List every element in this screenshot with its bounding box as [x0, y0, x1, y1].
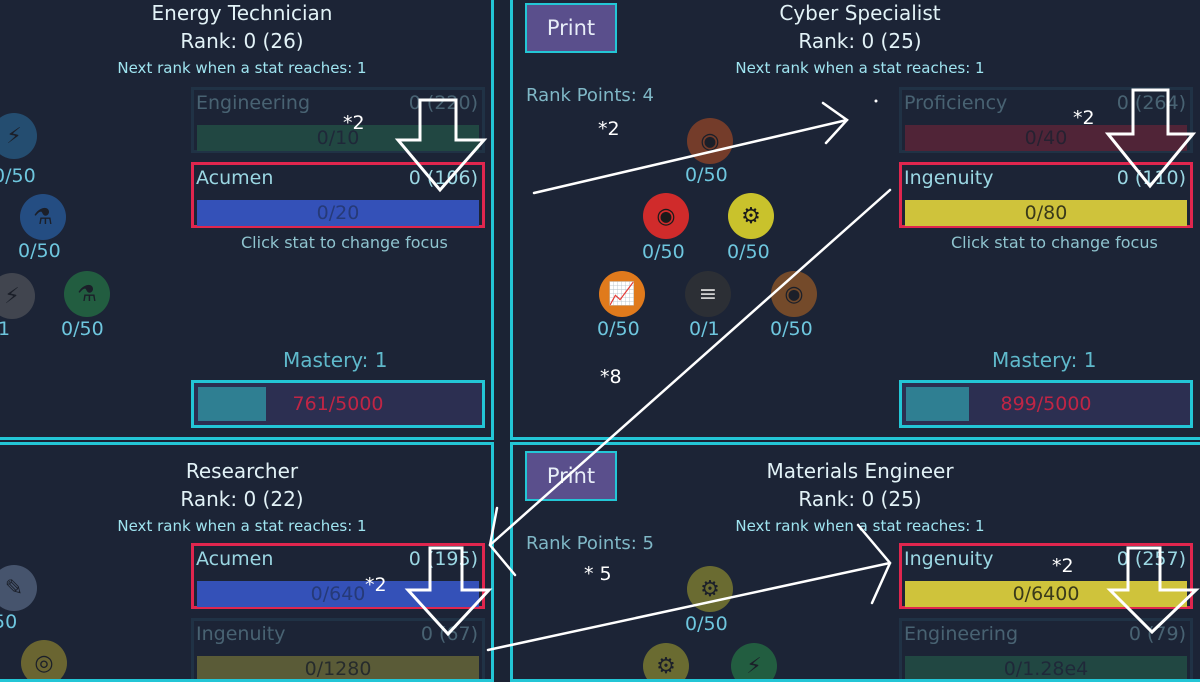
- multiplier-note: *2: [1052, 555, 1074, 577]
- skill-count: 0/50: [0, 165, 36, 187]
- lightning-skill-icon[interactable]: ⚡: [0, 113, 37, 159]
- mastery-fill: [906, 387, 969, 421]
- stat-bar: 0/6400: [905, 581, 1187, 607]
- skill-count: 1: [0, 318, 10, 340]
- annotation-overlay: [394, 88, 1200, 652]
- flask-skill-icon[interactable]: ⚗: [20, 194, 66, 240]
- arrowhead-icon: [856, 523, 892, 605]
- next-rank-text: Next rank when a stat reaches: 1: [735, 59, 985, 77]
- stat-value: 0 (257): [1116, 548, 1186, 570]
- stat-value: 0 (220): [408, 92, 478, 114]
- stat-ingenuity[interactable]: Ingenuity 0 (110) 0/80: [899, 162, 1193, 228]
- stat-acumen[interactable]: Acumen 0 (106) 0/20: [191, 162, 485, 228]
- skill-count: 50: [0, 611, 18, 633]
- down-arrow-icon: [1106, 546, 1200, 635]
- skill-count: 0/1: [689, 318, 720, 340]
- mastery-label: Mastery: 1: [283, 348, 388, 372]
- skill-count: 0/50: [642, 241, 685, 263]
- job-title: Researcher: [185, 459, 299, 483]
- stat-ingenuity[interactable]: Ingenuity 0 (257) 0/6400: [899, 543, 1193, 609]
- arrowhead-icon: [821, 101, 849, 145]
- stat-value: 0 (79): [1128, 623, 1186, 645]
- mastery-value: 899/5000: [1000, 393, 1092, 415]
- skill-count: 0/50: [770, 318, 813, 340]
- job-rank: Rank: 0 (22): [180, 487, 304, 511]
- chart-skill-icon[interactable]: 📈: [599, 271, 645, 317]
- transfer-arrow-line: [486, 561, 892, 652]
- gear-skill-icon[interactable]: ⚙: [728, 193, 774, 239]
- multiplier-note: *2: [365, 574, 387, 596]
- stat-name: Engineering: [196, 92, 310, 114]
- skill-count: 0/50: [61, 318, 104, 340]
- multiplier-note: *2: [1073, 107, 1095, 129]
- job-title: Energy Technician: [151, 1, 333, 25]
- job-rank: Rank: 0 (26): [180, 29, 304, 53]
- print-button[interactable]: Print: [525, 451, 617, 501]
- job-title: Cyber Specialist: [779, 1, 941, 25]
- stat-acumen[interactable]: Acumen 0 (195) 0/640: [191, 543, 485, 609]
- rank-points: Rank Points: 4: [526, 85, 655, 106]
- skill-count: 0/50: [18, 240, 61, 262]
- arrowhead-icon: [488, 506, 517, 577]
- stat-value: 0 (110): [1116, 167, 1186, 189]
- stat-name: Engineering: [904, 623, 1018, 645]
- stat-name: Ingenuity: [904, 167, 994, 189]
- stat-bar: 0/80: [905, 200, 1187, 226]
- dot-mark: [874, 99, 878, 103]
- next-rank-text: Next rank when a stat reaches: 1: [117, 517, 367, 535]
- mastery-bar: 761/5000: [191, 380, 485, 428]
- mastery-label: Mastery: 1: [992, 348, 1097, 372]
- down-arrow-icon: [394, 98, 488, 193]
- focus-hint: Click stat to change focus: [951, 233, 1158, 252]
- next-rank-text: Next rank when a stat reaches: 1: [117, 59, 367, 77]
- job-rank: Rank: 0 (25): [798, 487, 922, 511]
- mastery-bar: 899/5000: [899, 380, 1193, 428]
- rank-points: Rank Points: 5: [526, 533, 655, 554]
- multiplier-note: * 5: [584, 563, 612, 585]
- down-arrow-icon: [1104, 88, 1197, 189]
- skill-count: 0/50: [727, 241, 770, 263]
- job-title: Materials Engineer: [766, 459, 954, 483]
- stat-name: Acumen: [196, 548, 274, 570]
- print-button[interactable]: Print: [525, 3, 617, 53]
- stat-bar: 0/10: [197, 125, 479, 151]
- stat-name: Proficiency: [904, 92, 1008, 114]
- stat-name: Acumen: [196, 167, 274, 189]
- job-panel-energy-technician: Energy Technician Rank: 0 (26) Next rank…: [0, 0, 494, 440]
- multiplier-note: *2: [343, 112, 365, 134]
- stat-bar: 0/20: [197, 200, 479, 226]
- tool-skill-icon[interactable]: ✎: [0, 565, 37, 611]
- down-arrow-icon: [404, 546, 493, 637]
- transfer-arrow-line: [532, 118, 849, 195]
- stat-name: Ingenuity: [196, 623, 286, 645]
- skill-count: 0/50: [685, 613, 728, 635]
- transfer-arrow-line: [488, 188, 892, 547]
- stat-name: Ingenuity: [904, 548, 994, 570]
- mastery-value: 761/5000: [292, 393, 384, 415]
- green-flask-skill-icon[interactable]: ⚗: [64, 271, 110, 317]
- skill-count: 0/50: [597, 318, 640, 340]
- multiplier-note: *8: [600, 366, 622, 388]
- job-rank: Rank: 0 (25): [798, 29, 922, 53]
- layers-skill-icon[interactable]: ≡: [685, 271, 731, 317]
- red-vortex-skill-icon[interactable]: ◉: [643, 193, 689, 239]
- skill-count: 0/50: [685, 164, 728, 186]
- multiplier-note: *2: [598, 118, 620, 140]
- focus-hint: Click stat to change focus: [241, 233, 448, 252]
- orange-vortex-skill-icon[interactable]: ◉: [771, 271, 817, 317]
- stat-bar: 0/40: [905, 125, 1187, 151]
- mastery-fill: [198, 387, 266, 421]
- stat-bar: 0/640: [197, 581, 479, 607]
- stat-engineering[interactable]: Engineering 0 (220) 0/10: [191, 87, 485, 153]
